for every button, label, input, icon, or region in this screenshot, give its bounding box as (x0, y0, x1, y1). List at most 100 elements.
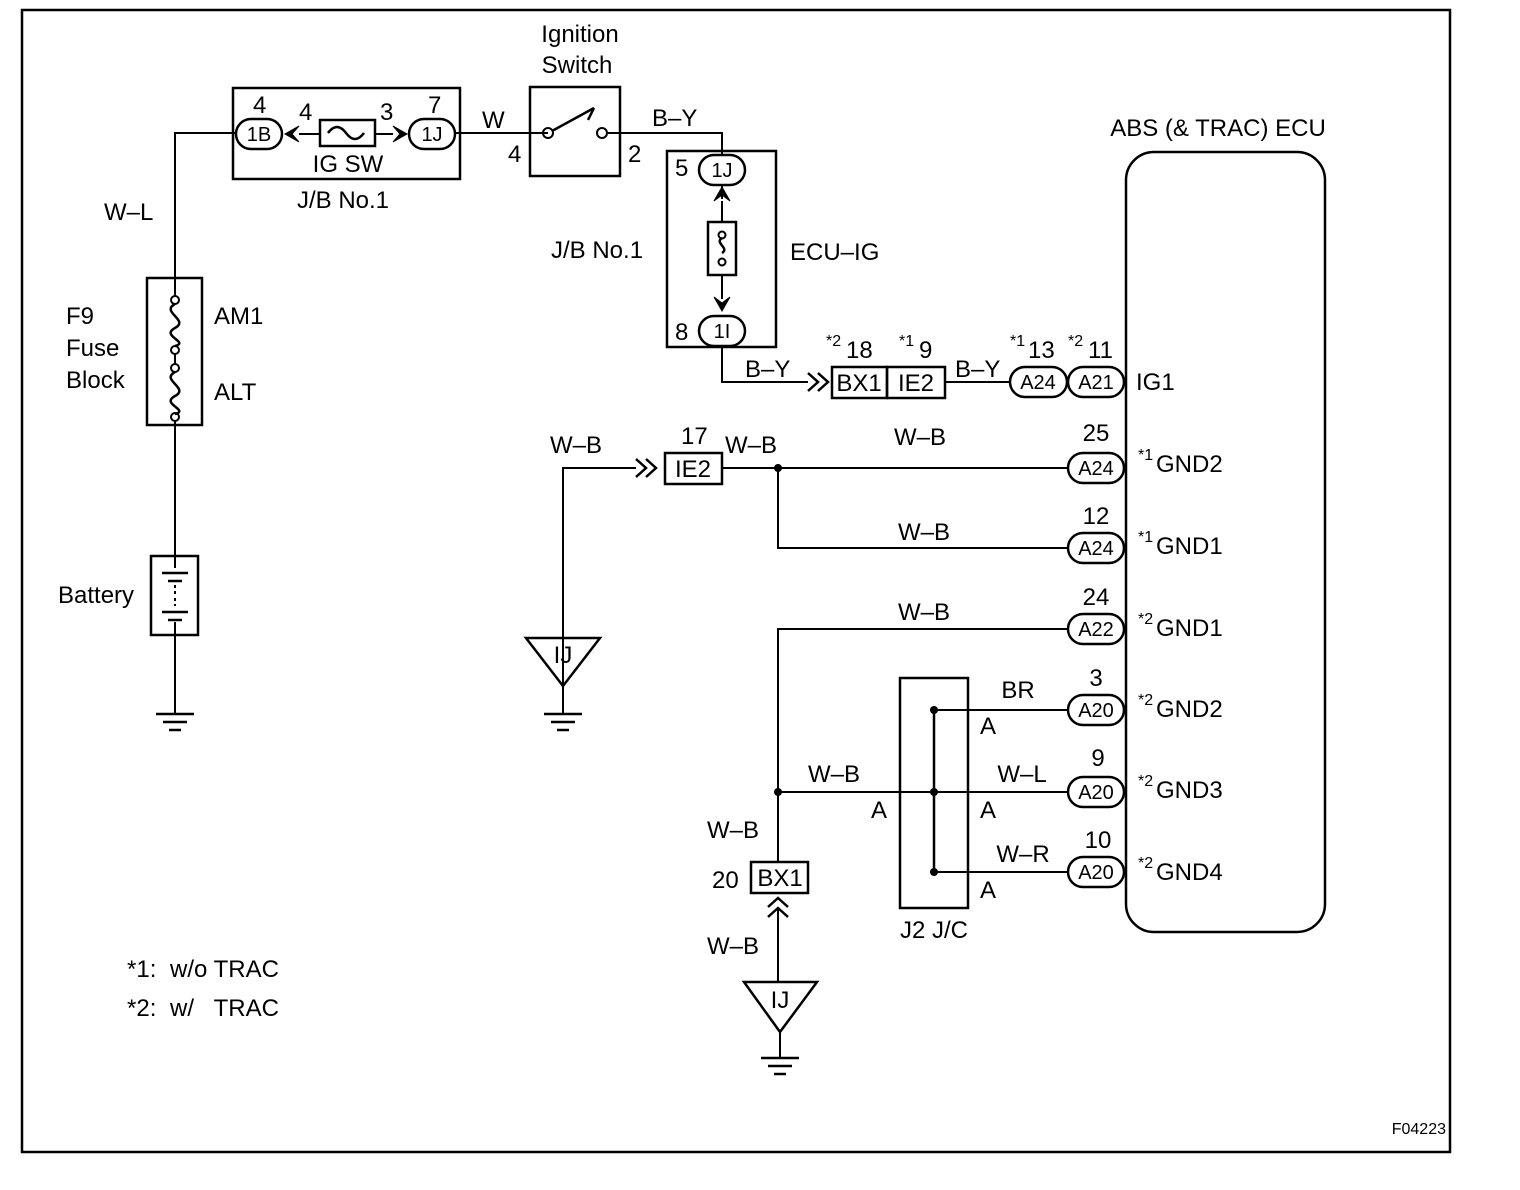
connector-a24-ig1-label: A24 (1020, 372, 1056, 394)
pin-ie2-gnd: 17 (681, 423, 708, 450)
jb1-igsw-box (231, 86, 462, 181)
ecu-terminal-ig1: IG1 (1136, 369, 1175, 396)
connector-chevron-ie2-gnd (635, 458, 658, 478)
pin-1j-ecu: 5 (675, 155, 688, 182)
fuse-am1-icon (169, 302, 181, 348)
pin-a21-ig1: 11 (1088, 337, 1113, 364)
connector-ie2-gnd-label: IE2 (675, 456, 711, 483)
pin-bx1-gnd: 20 (712, 867, 739, 894)
fuse-alt-label: ALT (214, 379, 257, 406)
connector-a20-gnd4 (1066, 855, 1126, 889)
connector-1j-ecu-label: 1J (711, 160, 732, 182)
switch-contact-icon (551, 106, 595, 133)
pin-gnd2-2: 3 (1089, 665, 1102, 692)
wire-label-gnd2-2: BR (1001, 677, 1034, 704)
ground-icon-left (544, 712, 582, 732)
ignition-pin-4: 4 (508, 141, 521, 168)
wire-label-w-b-ie2: W–B (725, 432, 777, 459)
wire-b-y-top (607, 132, 723, 155)
connector-1i-label: 1I (714, 321, 731, 343)
pin-gnd3: 9 (1091, 745, 1104, 772)
pin-bx1-ig: 18 (846, 337, 873, 364)
connector-a21-ig1-label: A21 (1078, 372, 1114, 394)
wire-label-w-b-ground: W–B (550, 432, 602, 459)
note-gnd1-2: *2 (1138, 611, 1153, 628)
ignition-switch (528, 85, 622, 178)
ecu-title: ABS (& TRAC) ECU (1110, 115, 1326, 142)
diagram-frame (20, 8, 1452, 1154)
note-gnd2-2: *2 (1138, 692, 1153, 709)
legend-mark-2: *2: (127, 995, 156, 1022)
connector-a24-gnd2-label: A24 (1078, 458, 1114, 480)
ecu-terminal-gnd4: GND4 (1156, 859, 1223, 886)
wire-label-gnd1-1: W–B (898, 519, 950, 546)
pin-a24-ig1: 13 (1028, 337, 1055, 364)
wire-w-b-ground-left (562, 467, 636, 686)
battery-label: Battery (58, 582, 134, 609)
ecu-terminal-gnd3: GND3 (1156, 777, 1223, 804)
ignition-switch-title-2: Switch (542, 52, 613, 79)
note-gnd3: *2 (1138, 773, 1153, 790)
legend-text-1: w/o TRAC (169, 956, 279, 983)
wire-label-w-l: W–L (104, 199, 153, 226)
fuse-ecuig-icon (706, 220, 738, 277)
connector-a22-gnd1-label: A22 (1078, 619, 1114, 641)
wire-label-gnd4: W–R (996, 841, 1049, 868)
jb1-ecu-name: J/B No.1 (551, 237, 643, 264)
ecu-terminal-gnd1-1: GND1 (1156, 533, 1223, 560)
note-a24-ig1: *1 (1010, 333, 1025, 350)
wire-label-w-b-jc: W–B (808, 761, 860, 788)
connector-a20-gnd2 (1066, 693, 1126, 727)
junction-tag-left: A (871, 797, 887, 824)
junction-tag-right-3: A (980, 877, 996, 904)
note-a21-ig1: *2 (1068, 333, 1083, 350)
connector-a22-gnd1 (1066, 612, 1126, 646)
jb1-left-name: J/B No.1 (297, 187, 389, 214)
connector-bx1-gnd (749, 860, 810, 895)
ground-point-left-label: IJ (554, 642, 573, 669)
battery-icon (149, 554, 200, 637)
pin-1i: 8 (675, 319, 688, 346)
ecu-terminal-gnd2-1: GND2 (1156, 451, 1223, 478)
pin-gnd1-2: 24 (1083, 584, 1110, 611)
fuse-block-name-3: Block (66, 367, 126, 394)
connector-a24-gnd1-label: A24 (1078, 538, 1114, 560)
junction-name: J2 J/C (900, 917, 968, 944)
pin-1j-outer: 7 (428, 92, 441, 119)
figure-id: F04223 (1392, 1121, 1446, 1138)
connector-a24-gnd2 (1066, 451, 1126, 485)
fuse-igsw-label: IG SW (313, 151, 384, 178)
pin-1b-inner: 4 (299, 99, 312, 126)
ecu-box (1124, 150, 1327, 934)
wire-label-b-y-lower: B–Y (745, 356, 790, 383)
connector-bx1-gnd-label: BX1 (757, 865, 802, 892)
connector-1b-label: 1B (247, 124, 271, 146)
wire-w-b-gnd1 (777, 468, 1068, 549)
ignition-switch-title-1: Ignition (541, 21, 618, 48)
ground-point-right-label: IJ (771, 987, 790, 1014)
fuse-block-outline (145, 276, 204, 427)
connector-a20-gnd3 (1066, 775, 1126, 809)
ignition-pin-2: 2 (628, 141, 641, 168)
wire-w-b-a22 (777, 628, 1068, 862)
connector-a24-gnd1 (1066, 531, 1126, 565)
fuse-block (145, 276, 204, 427)
junction-tag-right-1: A (980, 713, 996, 740)
connector-a20-gnd2-label: A20 (1078, 700, 1114, 722)
fuse-alt-icon (169, 370, 181, 416)
connector-chevron-bx1-ig (807, 372, 830, 392)
note-ie2: *1 (899, 333, 914, 350)
pin-1j-inner: 3 (380, 99, 393, 126)
connector-a20-gnd4-label: A20 (1078, 862, 1114, 884)
jb1-ecuig-box (665, 149, 778, 349)
junction-tag-right-2: A (980, 797, 996, 824)
ground-icon-battery (156, 712, 194, 732)
wire-label-gnd3: W–L (997, 761, 1046, 788)
legend-text-2: w/ TRAC (169, 995, 279, 1022)
connector-arrow-1j (392, 125, 409, 143)
note-gnd1-1: *1 (1138, 529, 1153, 546)
wire-w-l (174, 132, 237, 278)
wire-label-b-y-ig1: B–Y (955, 356, 1000, 383)
ground-icon-right (761, 1056, 799, 1076)
